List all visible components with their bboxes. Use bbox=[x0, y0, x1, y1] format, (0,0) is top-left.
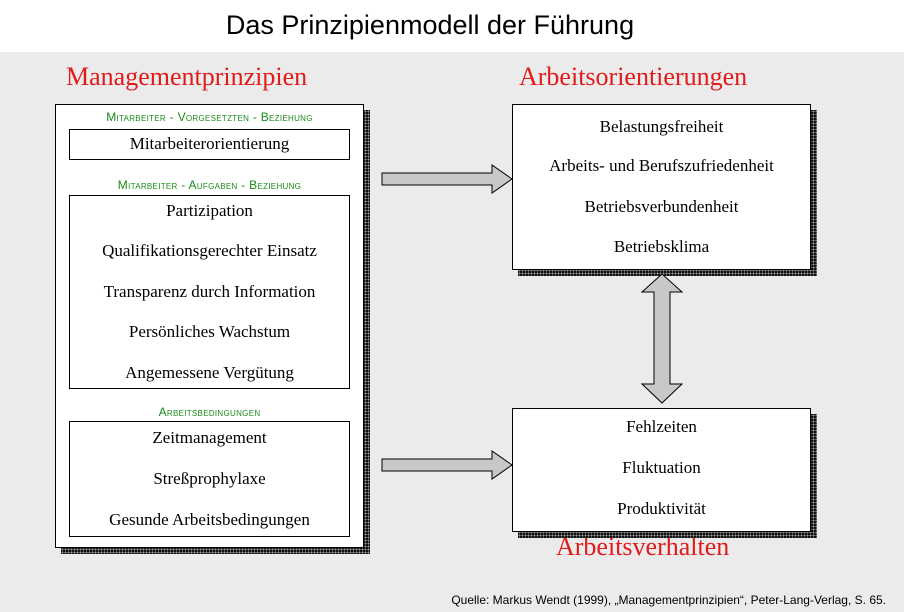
group-label-arbeitsbedingungen: Arbeitsbedingungen bbox=[158, 405, 261, 419]
group-box-vorgesetzten: Mitarbeiterorientierung bbox=[69, 129, 350, 160]
source-citation: Quelle: Markus Wendt (1999), „Management… bbox=[451, 593, 886, 607]
group-label-aufgaben: Mitarbeiter - Aufgaben - Beziehung bbox=[117, 178, 302, 192]
item-partizipation: Partizipation bbox=[166, 201, 253, 220]
heading-arbeitsorientierungen: Arbeitsorientierungen bbox=[519, 62, 748, 91]
item-stressprophylaxe: Streßprophylaxe bbox=[153, 469, 266, 488]
item-gesunde-arbeitsbedingungen: Gesunde Arbeitsbedingungen bbox=[109, 510, 310, 529]
item-verguetung: Angemessene Vergütung bbox=[125, 363, 294, 382]
group-box-aufgaben: Partizipation Qualifikationsgerechter Ei… bbox=[69, 195, 350, 389]
work-behaviour-panel: Fehlzeiten Fluktuation Produktivität bbox=[512, 408, 811, 532]
item-mitarbeiterorientierung: Mitarbeiterorientierung bbox=[129, 134, 290, 153]
item-fluktuation: Fluktuation bbox=[622, 458, 701, 477]
work-orientation-panel: Belastungsfreiheit Arbeits- und Berufszu… bbox=[512, 104, 811, 270]
item-wachstum: Persönliches Wachstum bbox=[128, 322, 291, 341]
title-band: Das Prinzipienmodell der Führung bbox=[0, 0, 904, 52]
item-qualifikation: Qualifikationsgerechter Einsatz bbox=[102, 241, 317, 260]
diagram-title: Das Prinzipienmodell der Führung bbox=[225, 10, 635, 40]
item-zufriedenheit: Arbeits- und Berufszufriedenheit bbox=[549, 156, 774, 175]
heading-managementprinzipien: Managementprinzipien bbox=[66, 62, 308, 91]
arrow-double-vertical bbox=[640, 273, 684, 404]
item-belastungsfreiheit: Belastungsfreiheit bbox=[599, 117, 724, 136]
item-fehlzeiten: Fehlzeiten bbox=[626, 417, 697, 436]
item-betriebsverbundenheit: Betriebsverbundenheit bbox=[584, 197, 739, 216]
arrow-right-top bbox=[381, 164, 513, 194]
arrow-right-bottom bbox=[381, 450, 513, 480]
item-produktivitaet: Produktivität bbox=[617, 499, 706, 518]
item-betriebsklima: Betriebsklima bbox=[613, 237, 710, 256]
group-box-arbeitsbedingungen: Zeitmanagement Streßprophylaxe Gesunde A… bbox=[69, 421, 350, 537]
management-principles-panel: Mitarbeiter - Vorgesetzten - Beziehung M… bbox=[55, 104, 364, 548]
item-transparenz: Transparenz durch Information bbox=[103, 282, 316, 301]
group-label-vorgesetzten: Mitarbeiter - Vorgesetzten - Beziehung bbox=[106, 110, 313, 124]
item-zeitmanagement: Zeitmanagement bbox=[152, 428, 267, 447]
